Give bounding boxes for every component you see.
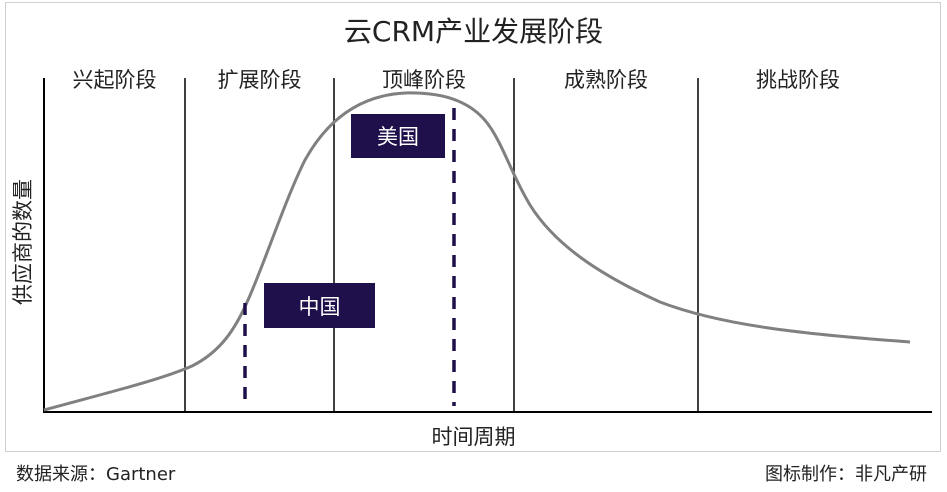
x-axis-label: 时间周期 [431,425,516,449]
stage-label-maturity: 成熟阶段 [564,68,648,92]
stage-label-peak: 顶峰阶段 [382,68,466,92]
y-axis-label: 供应商的数量 [11,179,35,305]
stage-label-expansion: 扩展阶段 [217,68,302,92]
data-source-note: 数据来源：Gartner [16,464,176,485]
chart-credit-note: 图标制作：非凡产研 [765,464,927,485]
figure-frame [5,2,941,452]
stage-label-emergence: 兴起阶段 [72,68,157,92]
hype-curve [43,91,911,412]
diagram-title: 云CRM产业发展阶段 [343,15,604,48]
usa-label-box: 美国 [351,114,445,158]
china-label-box: 中国 [264,283,375,328]
stage-label-challenge: 挑战阶段 [756,68,840,92]
